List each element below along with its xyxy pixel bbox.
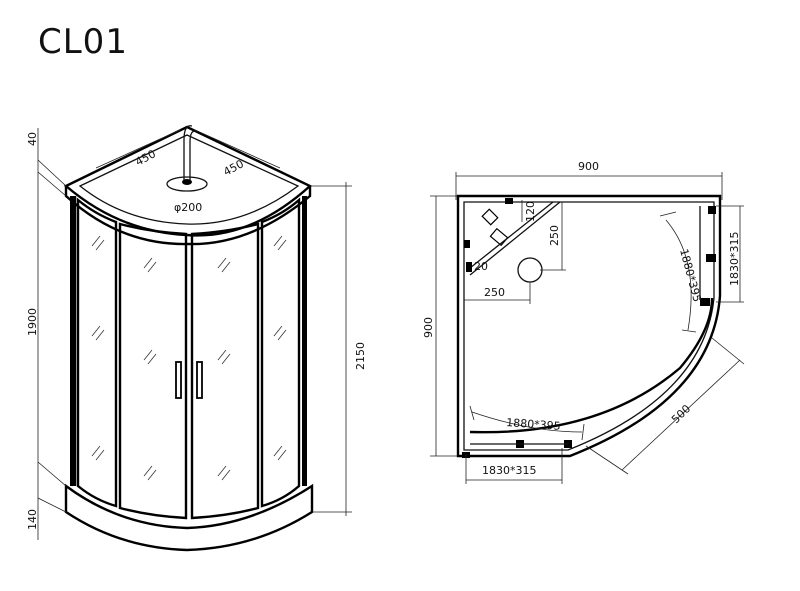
dim-panel-label: 1900: [26, 308, 39, 336]
pipe-flange: [166, 176, 208, 192]
plan-depth-label: 900: [422, 317, 435, 338]
right-handle: [196, 361, 203, 399]
dim-extension-tray: [37, 461, 67, 487]
right-side-panel: [260, 197, 301, 508]
plan-inner-outline: [463, 201, 715, 451]
pipe-outlet: [182, 179, 192, 185]
right-post: [302, 196, 307, 486]
dim-250h-label: 250: [484, 286, 505, 299]
left-side-panel: [76, 197, 118, 508]
right-panel-fixtures: [699, 206, 716, 306]
drain-circle: [517, 257, 543, 283]
front-view: 450 450 φ200: [26, 125, 367, 552]
dim-total-label: 2150: [354, 342, 367, 370]
glass-reflections: [91, 235, 287, 481]
left-door-panel: [118, 222, 188, 520]
base-tray: [64, 483, 314, 552]
roof-right-dim-line: [194, 129, 281, 169]
shower-pipe: [183, 125, 197, 180]
pipe-diameter-dim: φ200: [174, 201, 202, 214]
right-door-panel: [190, 222, 260, 520]
plan-outer-outline: [456, 194, 722, 458]
dim-250v-label: 250: [548, 225, 561, 246]
roof-left-dim-line: [95, 129, 181, 169]
plan-curve-inner: [469, 297, 714, 434]
right-panel-label: 1830*315: [728, 232, 741, 287]
dim-top-label: 40: [26, 132, 39, 146]
dim-extension-roof: [37, 171, 67, 197]
plan-width-label: 900: [578, 160, 599, 173]
curve-bottom-dim-arc: [471, 411, 583, 433]
bottom-panel-label: 1830*315: [482, 464, 537, 477]
curve-bottom-label: 1880*395: [506, 416, 561, 433]
curve-right-tick-top: [659, 211, 677, 217]
dim-500-ext-bottom: [585, 445, 629, 475]
dim-base-label: 140: [26, 509, 39, 530]
corner-fixtures: [464, 198, 561, 276]
dim-extension-bottom: [37, 497, 67, 513]
dim-500-ext-top: [711, 337, 745, 365]
curve-bottom-tick-left: [469, 405, 475, 421]
left-post: [70, 196, 75, 486]
left-handle: [175, 361, 182, 399]
roof-inner-outline: [78, 134, 300, 225]
dim-120-label: 120: [524, 201, 537, 222]
curve-right-dim-arc: [665, 219, 692, 331]
curve-right-tick-bottom: [681, 329, 697, 333]
model-title: CL01: [38, 22, 128, 62]
dim-extension-top: [37, 159, 67, 187]
plan-view: 900 900 120 250 20: [422, 160, 745, 484]
curve-bottom-tick-right: [581, 423, 585, 441]
dim-500-line: [621, 359, 741, 471]
dim-20-label: 20: [474, 260, 488, 273]
